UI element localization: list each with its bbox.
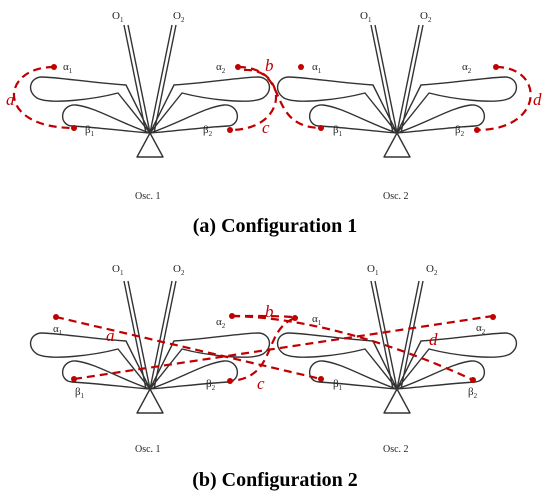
coupling-label-a: a (106, 326, 115, 345)
label-beta-2: β2 (455, 124, 465, 138)
node-beta-1 (318, 376, 324, 382)
label-alpha-1: α1 (312, 61, 322, 75)
coupling-label-d: d (533, 90, 542, 109)
oscillator-shape (29, 280, 271, 414)
label-o1: O1 (360, 10, 372, 24)
coupling-label-c: c (262, 118, 270, 137)
label-alpha-1: α1 (312, 313, 322, 327)
label-o2: O2 (173, 10, 185, 24)
panel-configuration-2: O1 O2 α1 α2 β1 β2 Osc. 1 O1 O2 α1 α2 β1 … (29, 263, 518, 491)
coupling-label-b: b (265, 56, 274, 75)
oscillator-shape (29, 24, 271, 158)
label-beta-2: β2 (206, 378, 216, 392)
coupling-d (231, 314, 474, 381)
label-beta-2: β2 (203, 124, 213, 138)
label-o2: O2 (173, 263, 185, 277)
coupling-label-d: d (429, 330, 438, 349)
oscillator-caption: Osc. 1 (135, 191, 161, 202)
label-alpha-2: α2 (216, 61, 226, 75)
panel-caption: (a) Configuration 1 (193, 215, 357, 237)
label-beta-2: β2 (468, 386, 478, 400)
label-alpha-2: α2 (216, 316, 226, 330)
label-alpha-1: α1 (53, 323, 63, 337)
oscillator-2 (276, 280, 518, 414)
label-beta-1: β1 (75, 386, 85, 400)
coupling-cross (243, 68, 322, 130)
node-beta-1 (71, 125, 77, 131)
coupling-label-c: c (257, 374, 265, 393)
oscillator-caption: Osc. 2 (383, 191, 409, 202)
coupling-a (55, 315, 322, 381)
coupling-d (476, 65, 532, 132)
node-alpha-1 (298, 64, 304, 70)
label-alpha-2: α2 (476, 322, 486, 336)
oscillator-shape (276, 280, 518, 414)
oscillator-2 (276, 24, 518, 158)
oscillator-caption: Osc. 1 (135, 444, 161, 455)
panel-configuration-1: O1 O2 α1 α2 β1 β2 Osc. 1 O1 O2 α1 α2 β1 … (6, 10, 542, 237)
label-beta-1: β1 (85, 124, 95, 138)
panel-caption: (b) Configuration 2 (192, 469, 358, 491)
label-o1: O1 (112, 263, 124, 277)
oscillator-caption: Osc. 2 (383, 444, 409, 455)
coupling-b-c (229, 65, 278, 132)
label-beta-1: β1 (333, 124, 343, 138)
label-o1: O1 (112, 10, 124, 24)
label-alpha-2: α2 (462, 61, 472, 75)
label-o1: O1 (367, 263, 379, 277)
oscillator-1 (29, 280, 271, 414)
coupling-a (13, 65, 75, 130)
coupling-label-a: a (6, 90, 15, 109)
coupling-label-b: b (265, 302, 274, 321)
label-o2: O2 (420, 10, 432, 24)
label-alpha-1: α1 (63, 61, 73, 75)
label-beta-1: β1 (333, 378, 343, 392)
node-beta-2 (227, 127, 233, 133)
oscillator-1 (29, 24, 271, 158)
coupling-cross-1 (73, 314, 494, 381)
coupling-b-c (229, 314, 297, 383)
oscillator-shape (276, 24, 518, 158)
label-o2: O2 (426, 263, 438, 277)
